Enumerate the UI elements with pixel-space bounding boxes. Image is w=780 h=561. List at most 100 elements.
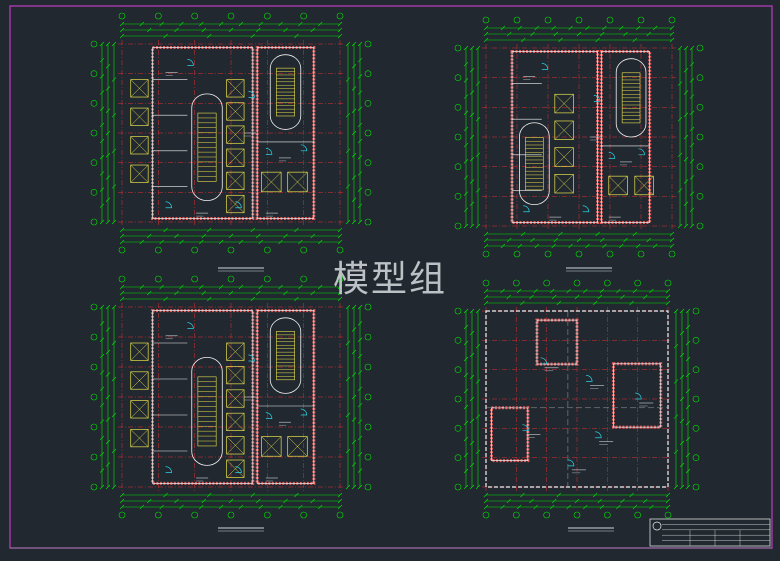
shaft-box: [287, 171, 308, 193]
dimension-tick: [357, 155, 363, 160]
dimension-tick: [669, 243, 675, 249]
shaft-box: [130, 107, 149, 126]
dimension-tick: [585, 243, 590, 249]
axis-bubble: [336, 12, 344, 20]
dimension-tick: [463, 436, 469, 442]
axis-bubble: [118, 511, 126, 519]
shaft-box: [226, 102, 245, 121]
dimension-tick: [199, 239, 204, 245]
dimension-tick: [677, 152, 683, 158]
dimension-tick: [345, 412, 351, 418]
axis-bubble: [364, 70, 372, 77]
dimension-tick: [111, 219, 117, 225]
dimension-tick: [278, 284, 283, 290]
dimension-tick: [623, 31, 628, 37]
dimension-tick: [469, 201, 475, 206]
dimension-tick: [463, 207, 469, 213]
dimension-tick: [111, 448, 117, 454]
dimension-tick: [99, 155, 105, 160]
dimension-tick: [679, 352, 685, 358]
plan-bottom-right: [454, 279, 700, 519]
dimension-tick: [677, 116, 683, 122]
dimension-tick: [179, 504, 184, 510]
dimension-tick: [357, 171, 363, 176]
dimension-tick: [357, 106, 363, 111]
shaft-cross: [261, 171, 282, 192]
dimension-tick: [119, 33, 125, 39]
dimension-tick: [105, 484, 111, 490]
dimension-tick: [105, 462, 111, 467]
dimension-tick: [105, 372, 111, 377]
dimension-tick: [206, 296, 212, 302]
dimension-tick: [552, 498, 557, 504]
dimension-tick: [669, 231, 675, 237]
axis-bubble: [90, 100, 98, 107]
door-swing: [165, 201, 172, 209]
dimension-tick: [469, 440, 475, 446]
axis-bubble: [364, 159, 372, 166]
dimension-tick: [99, 386, 105, 392]
dimension-tick: [357, 435, 363, 441]
dimension-tick: [337, 239, 343, 245]
dimension-tick: [105, 153, 111, 158]
dimension-tick: [351, 219, 357, 225]
dimension-tick: [469, 308, 475, 314]
dimension-tick: [310, 233, 315, 239]
axis-bubble: [300, 511, 307, 519]
dimension-tick: [632, 231, 638, 237]
axis-bubble: [364, 393, 372, 401]
dimension-tick: [665, 294, 671, 300]
dimension-tick: [337, 21, 343, 27]
dimension-tick: [218, 21, 224, 27]
dimension-tick: [99, 402, 105, 408]
dimension-tick: [351, 130, 357, 136]
axis-bubble: [364, 189, 372, 196]
dimension-tick: [683, 223, 689, 229]
shaft-cross: [130, 79, 149, 98]
dimension-tick: [530, 31, 535, 37]
dimension-tick: [616, 504, 621, 510]
dimension-tick: [345, 484, 351, 490]
wall-outline: [613, 363, 662, 428]
door-swing: [522, 424, 529, 432]
dimension-tick: [99, 304, 105, 310]
dimension-tick: [357, 468, 363, 473]
dimension-tick: [649, 288, 654, 294]
shaft-box: [554, 174, 574, 194]
dimension-tick: [685, 356, 691, 362]
dimension-tick: [111, 77, 117, 82]
axis-bubble: [575, 250, 583, 258]
dimension-tick: [119, 284, 125, 290]
dimension-tick: [463, 142, 469, 148]
dimension-tick: [105, 175, 111, 180]
dimension-tick: [357, 122, 363, 128]
shaft-box: [554, 147, 574, 167]
dimension-tick: [351, 327, 357, 332]
dimension-tick: [643, 294, 648, 300]
axis-bubble: [454, 366, 462, 373]
dimension-tick: [163, 492, 168, 498]
dimension-tick: [463, 340, 469, 346]
dimension-tick: [283, 233, 288, 239]
axis-bubble: [227, 12, 235, 20]
dimension-tick: [111, 412, 117, 418]
dimension-tick: [469, 112, 475, 117]
dimension-tick: [469, 462, 475, 468]
axis-bubble: [544, 250, 552, 258]
door-swing: [541, 63, 549, 70]
dimension-tick: [298, 284, 303, 290]
shaft-box: [554, 93, 574, 114]
dimension-tick: [99, 41, 105, 47]
axis-bubble: [90, 218, 98, 226]
dimension-tick: [283, 27, 288, 33]
dimension-tick: [351, 153, 357, 158]
dimension-tick: [351, 41, 357, 47]
dimension-tick: [278, 504, 283, 510]
dimension-tick: [683, 134, 689, 140]
dimension-tick: [99, 370, 105, 375]
dimension-tick: [507, 31, 512, 37]
dimension-tick: [337, 284, 343, 290]
dimension-tick: [256, 233, 261, 239]
shaft-box: [130, 342, 149, 361]
dimension-tick: [669, 25, 675, 31]
